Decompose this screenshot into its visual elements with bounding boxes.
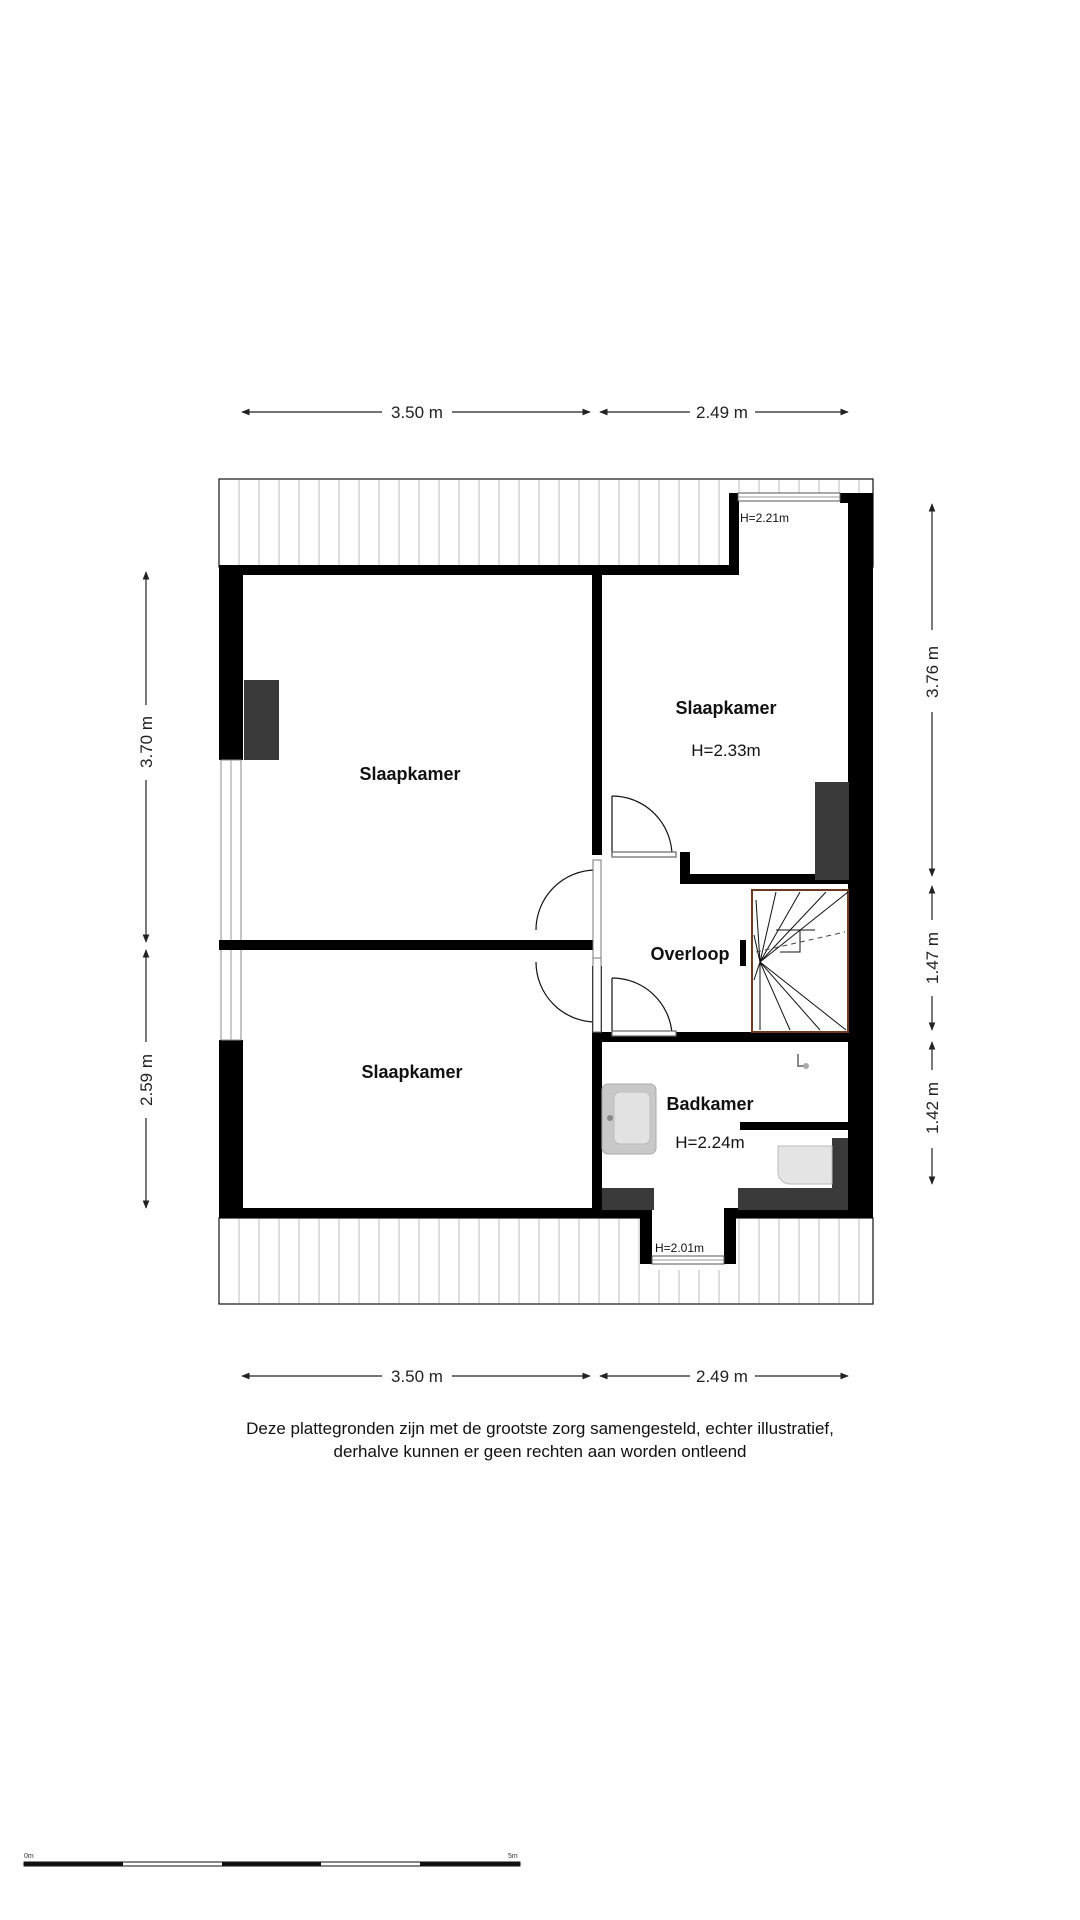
dimension-right-middle: 1.47 m [923, 932, 942, 984]
scale-bar-start: 0m [24, 1853, 34, 1860]
room-label-landing: Overloop [650, 944, 729, 964]
cabinet-bathroom-right [738, 1188, 848, 1210]
dormer-window-top [737, 492, 841, 502]
room-height-bedroom-right: H=2.33m [691, 741, 760, 760]
room-label-bathroom: Badkamer [666, 1094, 753, 1114]
dormer-top-height: H=2.21m [740, 511, 789, 525]
staircase [751, 889, 849, 1033]
scale-bar-end: 5m [508, 1853, 518, 1860]
disclaimer-line-2: derhalve kunnen er geen rechten aan word… [333, 1442, 747, 1461]
walls [219, 493, 873, 1264]
dimension-bottom: 3.50 m 2.49 m [241, 1367, 849, 1386]
dimension-right-lower: 1.42 m [923, 1082, 942, 1134]
stair-tread [759, 891, 777, 963]
toilet [777, 1138, 848, 1190]
disclaimer-line-1: Deze plattegronden zijn met de grootste … [246, 1419, 834, 1438]
stair-tread [759, 961, 791, 1031]
stair-tread [753, 961, 761, 981]
stair-tread [759, 961, 847, 1031]
scale-bar: 0m 5m [23, 1853, 521, 1867]
roof-bottom [218, 1217, 874, 1305]
room-label-bedroom-left-top: Slaapkamer [359, 764, 460, 784]
dimension-left: 3.70 m 2.59 m [137, 571, 156, 1209]
shower-tap [797, 1054, 809, 1069]
door-bathroom [611, 977, 677, 1037]
stair-tread [759, 891, 827, 963]
dimension-bottom-left: 3.50 m [391, 1367, 443, 1386]
room-label-bedroom-right: Slaapkamer [675, 698, 776, 718]
stair-tread [759, 891, 801, 963]
dormer-bottom-height: H=2.01m [655, 1241, 704, 1255]
dimension-bottom-right: 2.49 m [696, 1367, 748, 1386]
cabinet-bathroom-left [602, 1188, 654, 1210]
dimension-top: 3.50 m 2.49 m [241, 403, 849, 422]
dimension-right: 3.76 m 1.47 m 1.42 m [923, 503, 942, 1185]
room-height-bathroom: H=2.24m [675, 1133, 744, 1152]
dormer-window-bottom [651, 1255, 725, 1265]
radiator-right-bedroom [815, 782, 849, 880]
sink [601, 1083, 657, 1155]
dimension-right-upper: 3.76 m [923, 646, 942, 698]
stair-tread [759, 891, 849, 963]
radiator-left-bedroom [244, 680, 279, 760]
dimension-left-upper: 3.70 m [137, 716, 156, 768]
stair-tread [753, 934, 761, 963]
dimension-top-right: 2.49 m [696, 403, 748, 422]
room-label-bedroom-left-bottom: Slaapkamer [361, 1062, 462, 1082]
dimension-top-left: 3.50 m [391, 403, 443, 422]
dimension-left-lower: 2.59 m [137, 1054, 156, 1106]
door-bedroom-right [611, 795, 677, 858]
stair-tread [759, 961, 821, 1031]
